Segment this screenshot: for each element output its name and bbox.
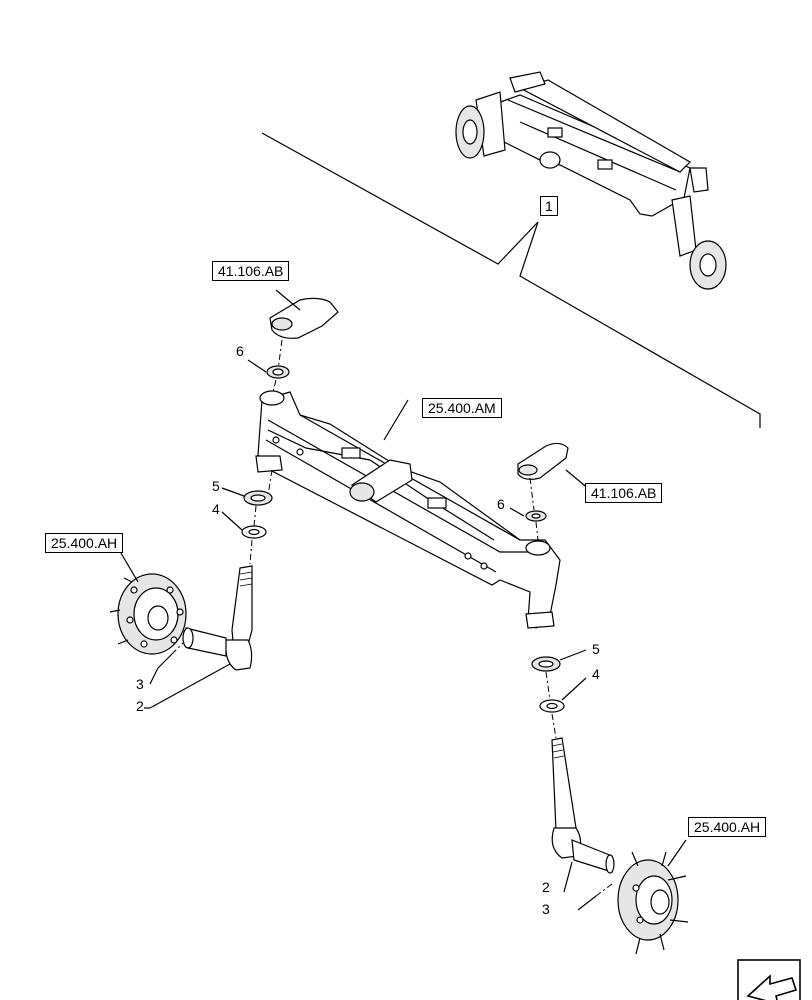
- callout-4-right: 4: [592, 666, 600, 682]
- stud-3-left: [149, 641, 185, 685]
- bearing-5-right: [531, 649, 587, 701]
- bearing-5-left: [221, 487, 273, 527]
- callout-6-left: 6: [236, 343, 244, 359]
- seal-ring-6-right: [509, 507, 547, 541]
- callout-5-right: 5: [592, 641, 600, 657]
- callout-6-right: 6: [497, 496, 505, 512]
- seal-ring-6-left: [247, 359, 290, 397]
- assembly-overview: [261, 71, 761, 428]
- knuckle-2-right: [551, 737, 615, 893]
- steering-arm-top: [269, 289, 339, 371]
- stud-3-right: [577, 883, 613, 911]
- washer-4-left: [221, 511, 267, 565]
- axle-beam: [255, 390, 561, 629]
- callout-5-left: 5: [212, 478, 220, 494]
- knuckle-2-left: [144, 565, 253, 709]
- arrow-icon: [737, 959, 801, 1000]
- callout-3-left: 3: [136, 676, 144, 692]
- ref-steering-arm-right[interactable]: 41.106.AB: [585, 483, 663, 503]
- hub-left: [109, 547, 187, 655]
- ref-hub-left[interactable]: 25.400.AH: [45, 533, 124, 553]
- steering-arm-right: [517, 442, 591, 511]
- ref-assembly-index[interactable]: 1: [540, 196, 558, 216]
- callout-3-right: 3: [542, 901, 550, 917]
- callout-2-left: 2: [136, 698, 144, 714]
- ref-axle-beam[interactable]: 25.400.AM: [422, 398, 502, 418]
- washer-4-right: [539, 677, 587, 739]
- hub-right: [617, 839, 689, 955]
- ref-steering-arm-top[interactable]: 41.106.AB: [212, 261, 290, 281]
- callout-4-left: 4: [212, 501, 220, 517]
- callout-2-right: 2: [542, 879, 550, 895]
- ref-hub-right[interactable]: 25.400.AH: [688, 817, 767, 837]
